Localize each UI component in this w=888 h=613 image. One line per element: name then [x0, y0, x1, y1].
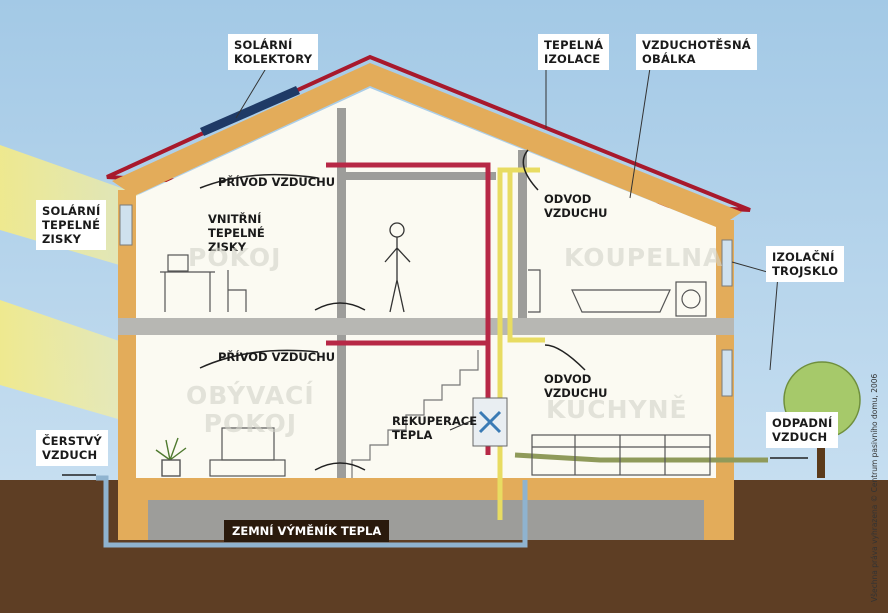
- foundation: [118, 500, 734, 540]
- desk-sketch: [160, 254, 247, 312]
- label-solar-collectors: SOLÁRNÍ KOLEKTORY: [228, 34, 319, 70]
- leader-solar-collectors: [235, 64, 269, 119]
- label-air-exhaust-upper: ODVOD VZDUCHU: [544, 192, 608, 220]
- leader-airtight-envelope: [629, 67, 651, 199]
- tree-trunk: [817, 420, 825, 478]
- middle-slab: [118, 318, 734, 335]
- label-air-supply-upper: PŘÍVOD VZDUCHU: [218, 175, 336, 189]
- airflow-arrow-supply-upper: [199, 173, 319, 189]
- left-wall: [118, 190, 136, 540]
- airflow-arrow-floor-upper: [314, 302, 366, 311]
- label-thermal-insulation: TEPELNÁ IZOLACE: [538, 34, 610, 70]
- solar-collector-panel: [200, 86, 300, 136]
- roof-insulation: [112, 63, 742, 228]
- copyright-credit: Všechna práva vyhrazena © Centrum pasivn…: [870, 373, 879, 602]
- ground-exchanger-pipe: [96, 475, 528, 548]
- ground-floor-interior: [136, 335, 716, 478]
- bathtub-sketch: [528, 269, 707, 317]
- person-figure: [384, 222, 411, 313]
- foundation-right: [704, 500, 734, 540]
- waste-air-duct: [514, 452, 768, 463]
- supply-duct: [326, 162, 491, 455]
- room-name-room: POKOJ: [188, 243, 282, 272]
- column-right-upper: [518, 150, 527, 318]
- heat-recovery-fan: [478, 410, 502, 434]
- label-triple-glazing: IZOLAČNÍ TROJSKLO: [766, 246, 845, 282]
- airflow-arrow-exhaust-lower: [544, 344, 586, 371]
- window-lower: [721, 349, 733, 397]
- label-air-exhaust-lower: ODVOD VZDUCHU: [544, 372, 608, 400]
- room-name-kitchen: KUCHYNĚ: [546, 395, 688, 424]
- tv-sketch: [209, 427, 286, 477]
- window-upper: [721, 239, 733, 287]
- label-internal-gains: VNITŘNÍ TEPELNÉ ZISKY: [208, 212, 265, 254]
- label-fresh-air: ČERSTVÝ VZDUCH: [36, 430, 108, 466]
- kitchen-sketch: [531, 434, 711, 476]
- label-solar-gains: SOLÁRNÍ TEPELNÉ ZISKY: [36, 200, 107, 250]
- attic-beam: [346, 172, 496, 180]
- label-ground-exchanger: ZEMNÍ VÝMĚNÍK TEPLA: [224, 520, 390, 542]
- label-air-supply-lower: PŘÍVOD VZDUCHU: [218, 350, 336, 364]
- label-waste-air: ODPADNÍ VZDUCH: [766, 412, 839, 448]
- staircase: [351, 350, 479, 478]
- base-slab: [118, 478, 734, 500]
- airflow-arrow-supply-lower: [199, 349, 319, 369]
- room-name-living-room: OBÝVACÍ POKOJ: [186, 381, 315, 438]
- foundation-left: [118, 500, 148, 540]
- label-airtight-envelope: VZDUCHOTĚSNÁ OBÁLKA: [636, 34, 757, 70]
- leader-triple-glazing-lower: [769, 274, 779, 371]
- column-upper: [337, 108, 346, 318]
- airflow-arrow-exhaust-upper: [522, 149, 539, 191]
- column-lower: [337, 335, 346, 478]
- airflow-arrow-floor-lower: [314, 462, 366, 471]
- attic-interior: [136, 88, 716, 318]
- window-left-upper: [119, 204, 133, 246]
- leader-heat-recovery: [449, 419, 474, 431]
- plant-sketch: [155, 437, 187, 477]
- room-name-bathroom: KOUPELNA: [564, 243, 724, 272]
- label-heat-recovery: REKUPERACE TEPLA: [392, 414, 478, 442]
